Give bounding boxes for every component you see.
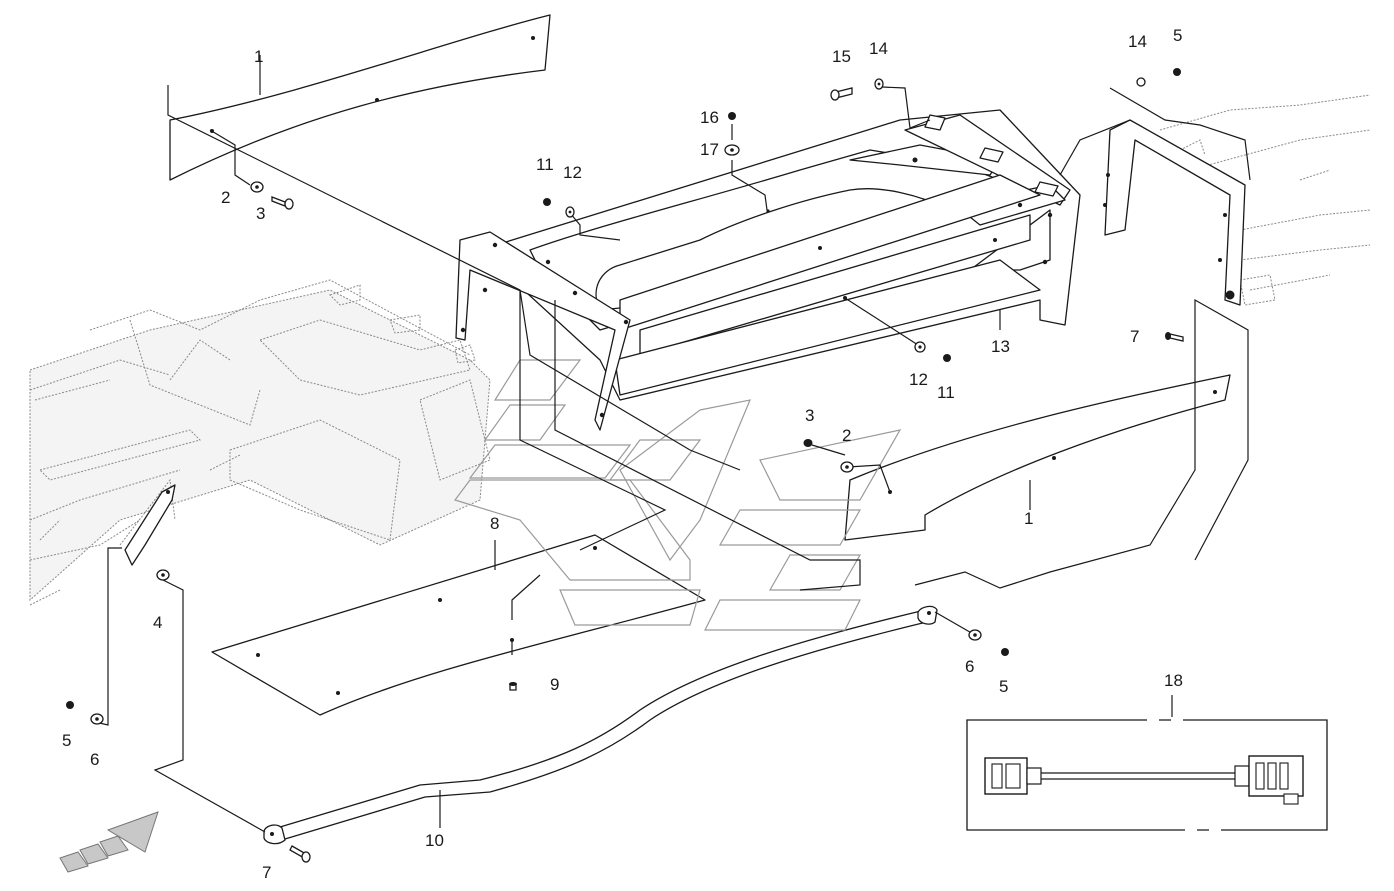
background-right-frame [1159,94,1371,306]
callout-14-left: 14 [869,39,888,58]
callout-16: 16 [700,108,719,127]
bolt-7-right [1169,333,1184,342]
washer-14-right [1136,77,1146,87]
right-mounting-bracket [1103,119,1246,306]
bolt-3-upper [271,196,286,207]
callout-2-lower: 2 [842,426,851,445]
leader-lines [94,55,1251,833]
hardware-items [66,68,1184,863]
callout-5-top: 5 [1173,26,1182,45]
wiring-harness-icon [984,755,1304,805]
callout-4: 4 [153,613,162,632]
bolt-3-lower [803,439,813,447]
callout-17: 17 [700,140,719,159]
callout-labels: 1 1 2 2 3 3 4 5 5 5 6 6 7 7 8 9 10 11 11… [62,26,1183,882]
part-1-shield-lower [844,374,1231,541]
callout-5-left: 5 [62,731,71,750]
callout-15: 15 [832,47,851,66]
callout-8: 8 [490,514,499,533]
direction-arrow-icon [59,811,159,873]
callout-9: 9 [550,675,559,694]
callout-11-upper: 11 [536,155,554,174]
callout-5-right: 5 [999,677,1008,696]
callout-3-upper: 3 [256,204,265,223]
nut-11-lower [943,354,951,362]
part-13-main-frame [455,109,1081,431]
callout-2-upper: 2 [221,188,230,207]
callout-13: 13 [991,337,1010,356]
callout-10: 10 [425,831,444,850]
part-10-tension-rod [263,605,938,845]
nut-16 [728,112,736,120]
callout-11-lower: 11 [937,383,955,402]
background-machine-frame [29,279,491,606]
callout-7-right: 7 [1130,327,1139,346]
callout-6-left: 6 [90,750,99,769]
callout-7-bottom: 7 [262,863,271,882]
part-18-inset-box [966,719,1328,831]
callout-14-right: 14 [1128,32,1147,51]
callout-12-upper: 12 [563,163,582,182]
watermark-logo [454,359,902,631]
nut-11-upper [543,198,551,206]
nut-5-left [66,701,74,709]
callout-6-right: 6 [965,657,974,676]
left-lever-arm [124,484,176,566]
callout-3-lower: 3 [805,406,814,425]
callout-1-upper: 1 [254,47,263,66]
callout-18: 18 [1164,671,1183,690]
callout-12-lower: 12 [909,370,928,389]
callout-1-lower: 1 [1024,509,1033,528]
nut-5-right [1001,648,1009,656]
part-1-shield-upper [169,14,551,181]
nut-5-top [1173,68,1181,76]
